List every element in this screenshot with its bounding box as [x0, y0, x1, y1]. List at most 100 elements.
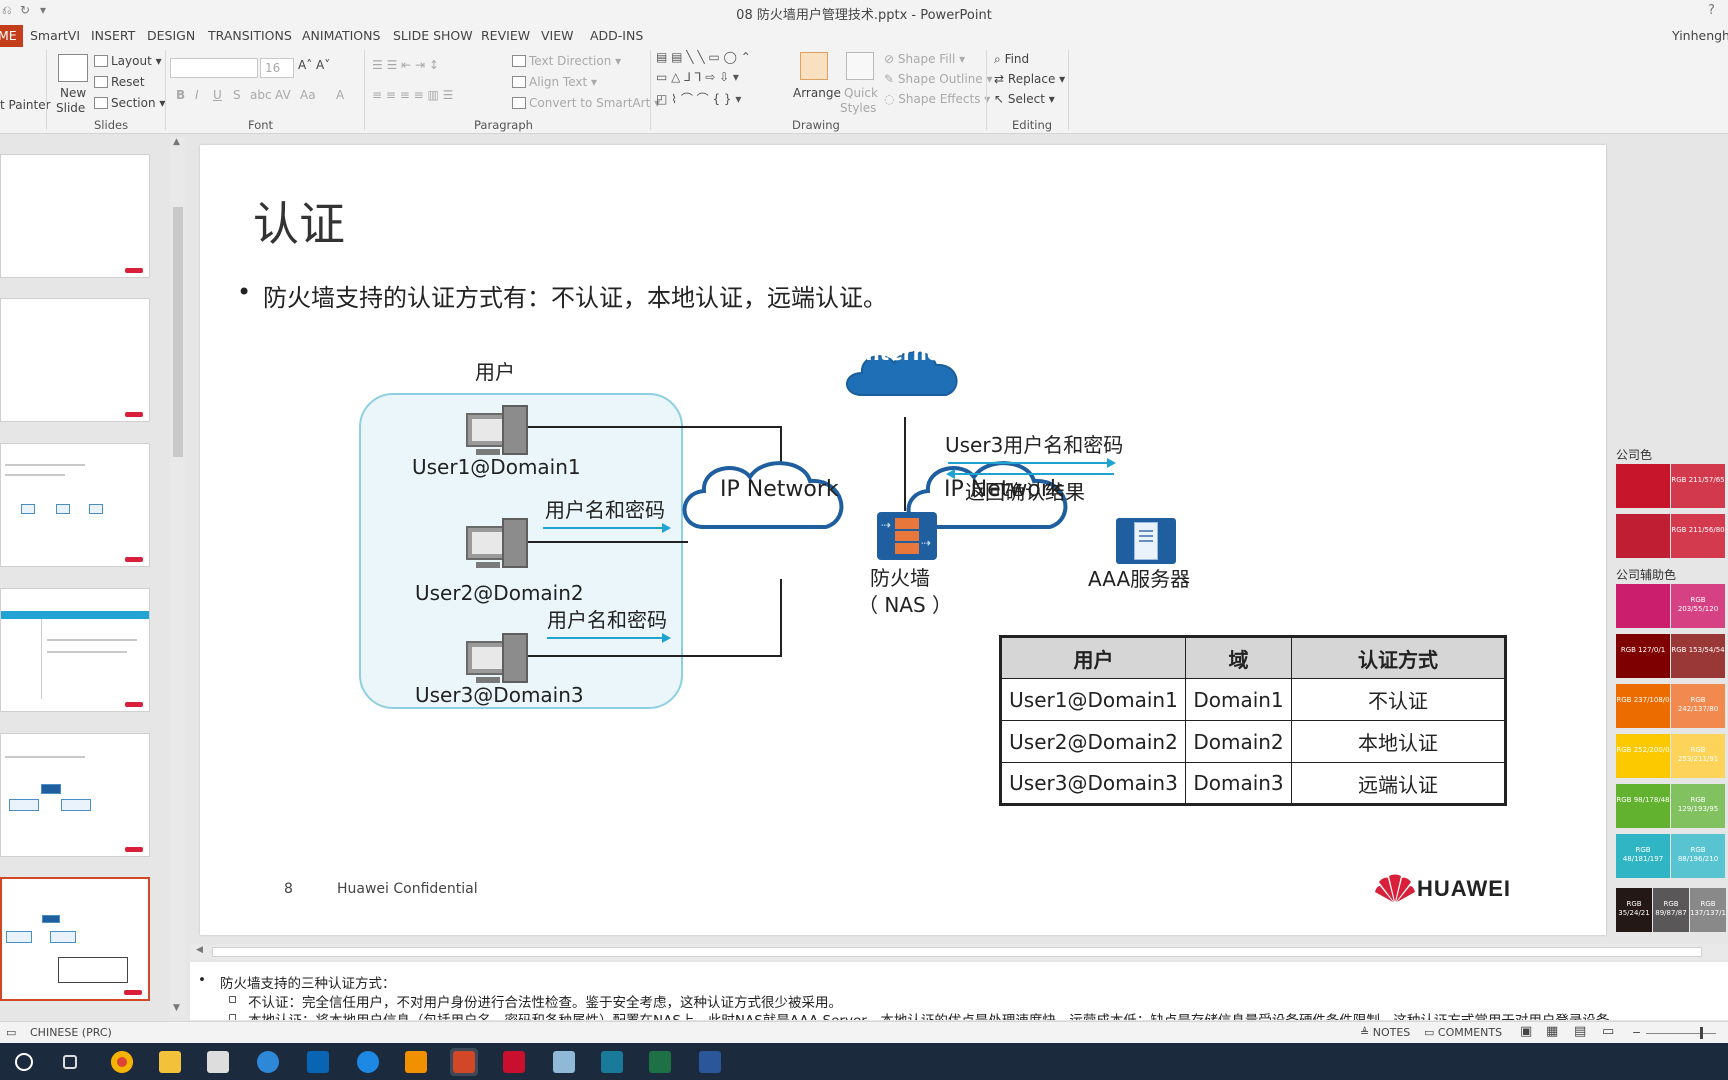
tab-animations[interactable]: ANIMATIONS [302, 28, 381, 43]
shapes-gallery[interactable]: ▤ ▤ ╲ ╲ ▭ ◯ ⌃ ▭ △ ⅃ ⅂ ⇨ ⇩ ▾ ◰ ⌇ ⌒ ⌒ { } … [656, 50, 786, 108]
change-case-icon[interactable]: Aa [300, 88, 316, 102]
shape-effects-button[interactable]: ◌ Shape Effects ▾ [884, 92, 991, 106]
spellcheck-icon[interactable]: ▭ [6, 1026, 17, 1039]
replace-button[interactable]: ⇄ Replace ▾ [994, 72, 1066, 86]
new-slide-button[interactable]: New [60, 86, 87, 100]
shadow-icon[interactable]: S [233, 88, 241, 102]
link-line [528, 541, 688, 543]
tab-transitions[interactable]: TRANSITIONS [208, 28, 292, 43]
scroll-left-icon[interactable]: ◀ [196, 945, 203, 955]
section-button[interactable]: Section ▾ [94, 96, 165, 110]
user2-label: User2@Domain2 [415, 581, 584, 605]
thumbnails-scrollbar[interactable]: ▲ ▼ [170, 137, 186, 1017]
chrome-icon[interactable] [108, 1048, 136, 1076]
normal-view-icon[interactable]: ▣ [1520, 1024, 1533, 1039]
strikethrough-icon[interactable]: abc [250, 88, 272, 102]
help-button[interactable]: ? [1708, 3, 1715, 18]
lightning-app-icon[interactable] [354, 1048, 382, 1076]
align-icons[interactable]: ≡ ≡ ≡ ≡ ▥ ☰ [372, 88, 454, 102]
arrange-icon[interactable] [800, 52, 828, 80]
underline-icon[interactable]: U [213, 88, 222, 102]
slide-thumbnail-current[interactable] [0, 877, 150, 1001]
quick-styles-label[interactable]: Styles [840, 101, 877, 115]
find-button[interactable]: ⌕ Find [994, 52, 1030, 66]
quick-styles-button[interactable]: Quick [844, 86, 878, 100]
slide-canvas[interactable]: 认证 防火墙支持的认证方式有：不认证，本地认证，远端认证。 用户 User1@D… [200, 145, 1606, 935]
notes-sub-bullet: ▫ [228, 1009, 238, 1020]
char-spacing-icon[interactable]: AV [275, 88, 291, 102]
zoom-out-icon[interactable]: − [1632, 1026, 1642, 1039]
comments-button[interactable]: ▭ COMMENTS [1424, 1026, 1503, 1039]
notes-app-icon[interactable] [550, 1048, 578, 1076]
slide-bullet[interactable]: 防火墙支持的认证方式有：不认证，本地认证，远端认证。 [237, 278, 887, 313]
new-slide-label[interactable]: Slide [56, 101, 86, 115]
font-size-input[interactable]: 16 [260, 58, 294, 78]
word-icon[interactable] [696, 1048, 724, 1076]
tab-slide-show[interactable]: SLIDE SHOW [393, 28, 473, 43]
tab-design[interactable]: DESIGN [147, 28, 196, 43]
app-icon[interactable] [204, 1048, 232, 1076]
start-icon[interactable] [10, 1048, 38, 1076]
excel-icon[interactable] [646, 1048, 674, 1076]
new-slide-icon[interactable] [58, 54, 88, 82]
outlook-icon[interactable] [304, 1048, 332, 1076]
shape-rect-icon[interactable]: ▭ △ ⅃ ⅂ ⇨ ⇩ ▾ [656, 70, 739, 84]
scrollbar-track[interactable] [212, 947, 1702, 957]
bullets-icon[interactable]: ☰ ☰ ⇤ ⇥ ↕ [372, 58, 439, 72]
search-app-icon[interactable] [402, 1048, 430, 1076]
tab-home[interactable]: ME [0, 25, 23, 47]
tab-review[interactable]: REVIEW [481, 28, 531, 43]
tab-view[interactable]: VIEW [541, 28, 574, 43]
font-name-input[interactable] [170, 58, 258, 78]
shape-outline-button[interactable]: ✎ Shape Outline ▾ [884, 72, 993, 86]
slideshow-view-icon[interactable]: ▭ [1602, 1024, 1615, 1039]
arrange-button[interactable]: Arrange [793, 86, 841, 100]
quick-access-icon[interactable]: ⎌ [2, 3, 12, 17]
font-color-icon[interactable]: A [336, 88, 345, 102]
slide-thumbnail[interactable] [0, 298, 150, 422]
shape-star-icon[interactable]: ◰ ⌇ ⌒ ⌒ { } ▾ [656, 92, 742, 106]
select-button[interactable]: ↖ Select ▾ [994, 92, 1055, 106]
customize-quick-access-icon[interactable]: ▾ [40, 3, 47, 17]
quick-styles-icon[interactable] [846, 52, 874, 80]
layout-button[interactable]: Layout ▾ [94, 54, 162, 68]
reading-view-icon[interactable]: ▤ [1574, 1024, 1587, 1039]
slide-sorter-icon[interactable]: ▦ [1546, 1024, 1559, 1039]
slide-title[interactable]: 认证 [253, 197, 345, 251]
grow-font-icon[interactable]: A˄ A˅ [298, 58, 331, 72]
redo-icon[interactable]: ↻ [20, 3, 31, 17]
task-view-icon[interactable] [56, 1048, 84, 1076]
scroll-up-icon[interactable]: ▲ [173, 137, 180, 147]
slide-thumbnail[interactable] [0, 443, 150, 567]
slide-thumbnail[interactable] [0, 588, 150, 712]
shape-fill-button[interactable]: ⊘ Shape Fill ▾ [884, 52, 966, 66]
slide-horizontal-scrollbar[interactable]: ◀ [190, 944, 1728, 960]
text-direction-button[interactable]: Text Direction ▾ [512, 54, 621, 68]
file-explorer-icon[interactable] [156, 1048, 184, 1076]
notes-button[interactable]: ≜ NOTES [1360, 1026, 1411, 1039]
tab-smartvi[interactable]: SmartVI [30, 28, 81, 43]
scrollbar-thumb[interactable] [173, 207, 183, 457]
slide-thumbnail[interactable] [0, 733, 150, 857]
internet-explorer-icon[interactable] [254, 1048, 282, 1076]
bold-icon[interactable]: B [176, 88, 186, 102]
scroll-down-icon[interactable]: ▼ [173, 1003, 180, 1013]
slide-thumbnail[interactable] [0, 154, 150, 278]
align-text-button[interactable]: Align Text ▾ [512, 75, 597, 89]
format-painter-button[interactable]: t Painter [0, 98, 51, 112]
reset-button[interactable]: Reset [94, 75, 145, 89]
user-name[interactable]: Yinhengha [1672, 28, 1728, 43]
italic-icon[interactable]: I [195, 88, 199, 102]
zoom-slider-handle[interactable] [1700, 1027, 1703, 1039]
zoom-slider[interactable] [1646, 1033, 1716, 1034]
tab-add-ins[interactable]: ADD-INS [590, 28, 644, 43]
shape-textbox-icon[interactable]: ▤ ▤ ╲ ╲ ▭ ◯ ⌃ [656, 50, 751, 64]
notes-pane[interactable]: • 防火墙支持的三种认证方式： ▫ 不认证：完全信任用户，不对用户身份进行合法性… [190, 962, 1728, 1020]
separator [46, 50, 47, 130]
powerpoint-icon[interactable] [450, 1048, 478, 1076]
language-status[interactable]: CHINESE (PRC) [30, 1026, 112, 1039]
tab-insert[interactable]: INSERT [91, 28, 136, 43]
pdf-app-icon[interactable] [500, 1048, 528, 1076]
convert-smartart-button[interactable]: Convert to SmartArt ▾ [512, 96, 660, 110]
chart-app-icon[interactable] [598, 1048, 626, 1076]
